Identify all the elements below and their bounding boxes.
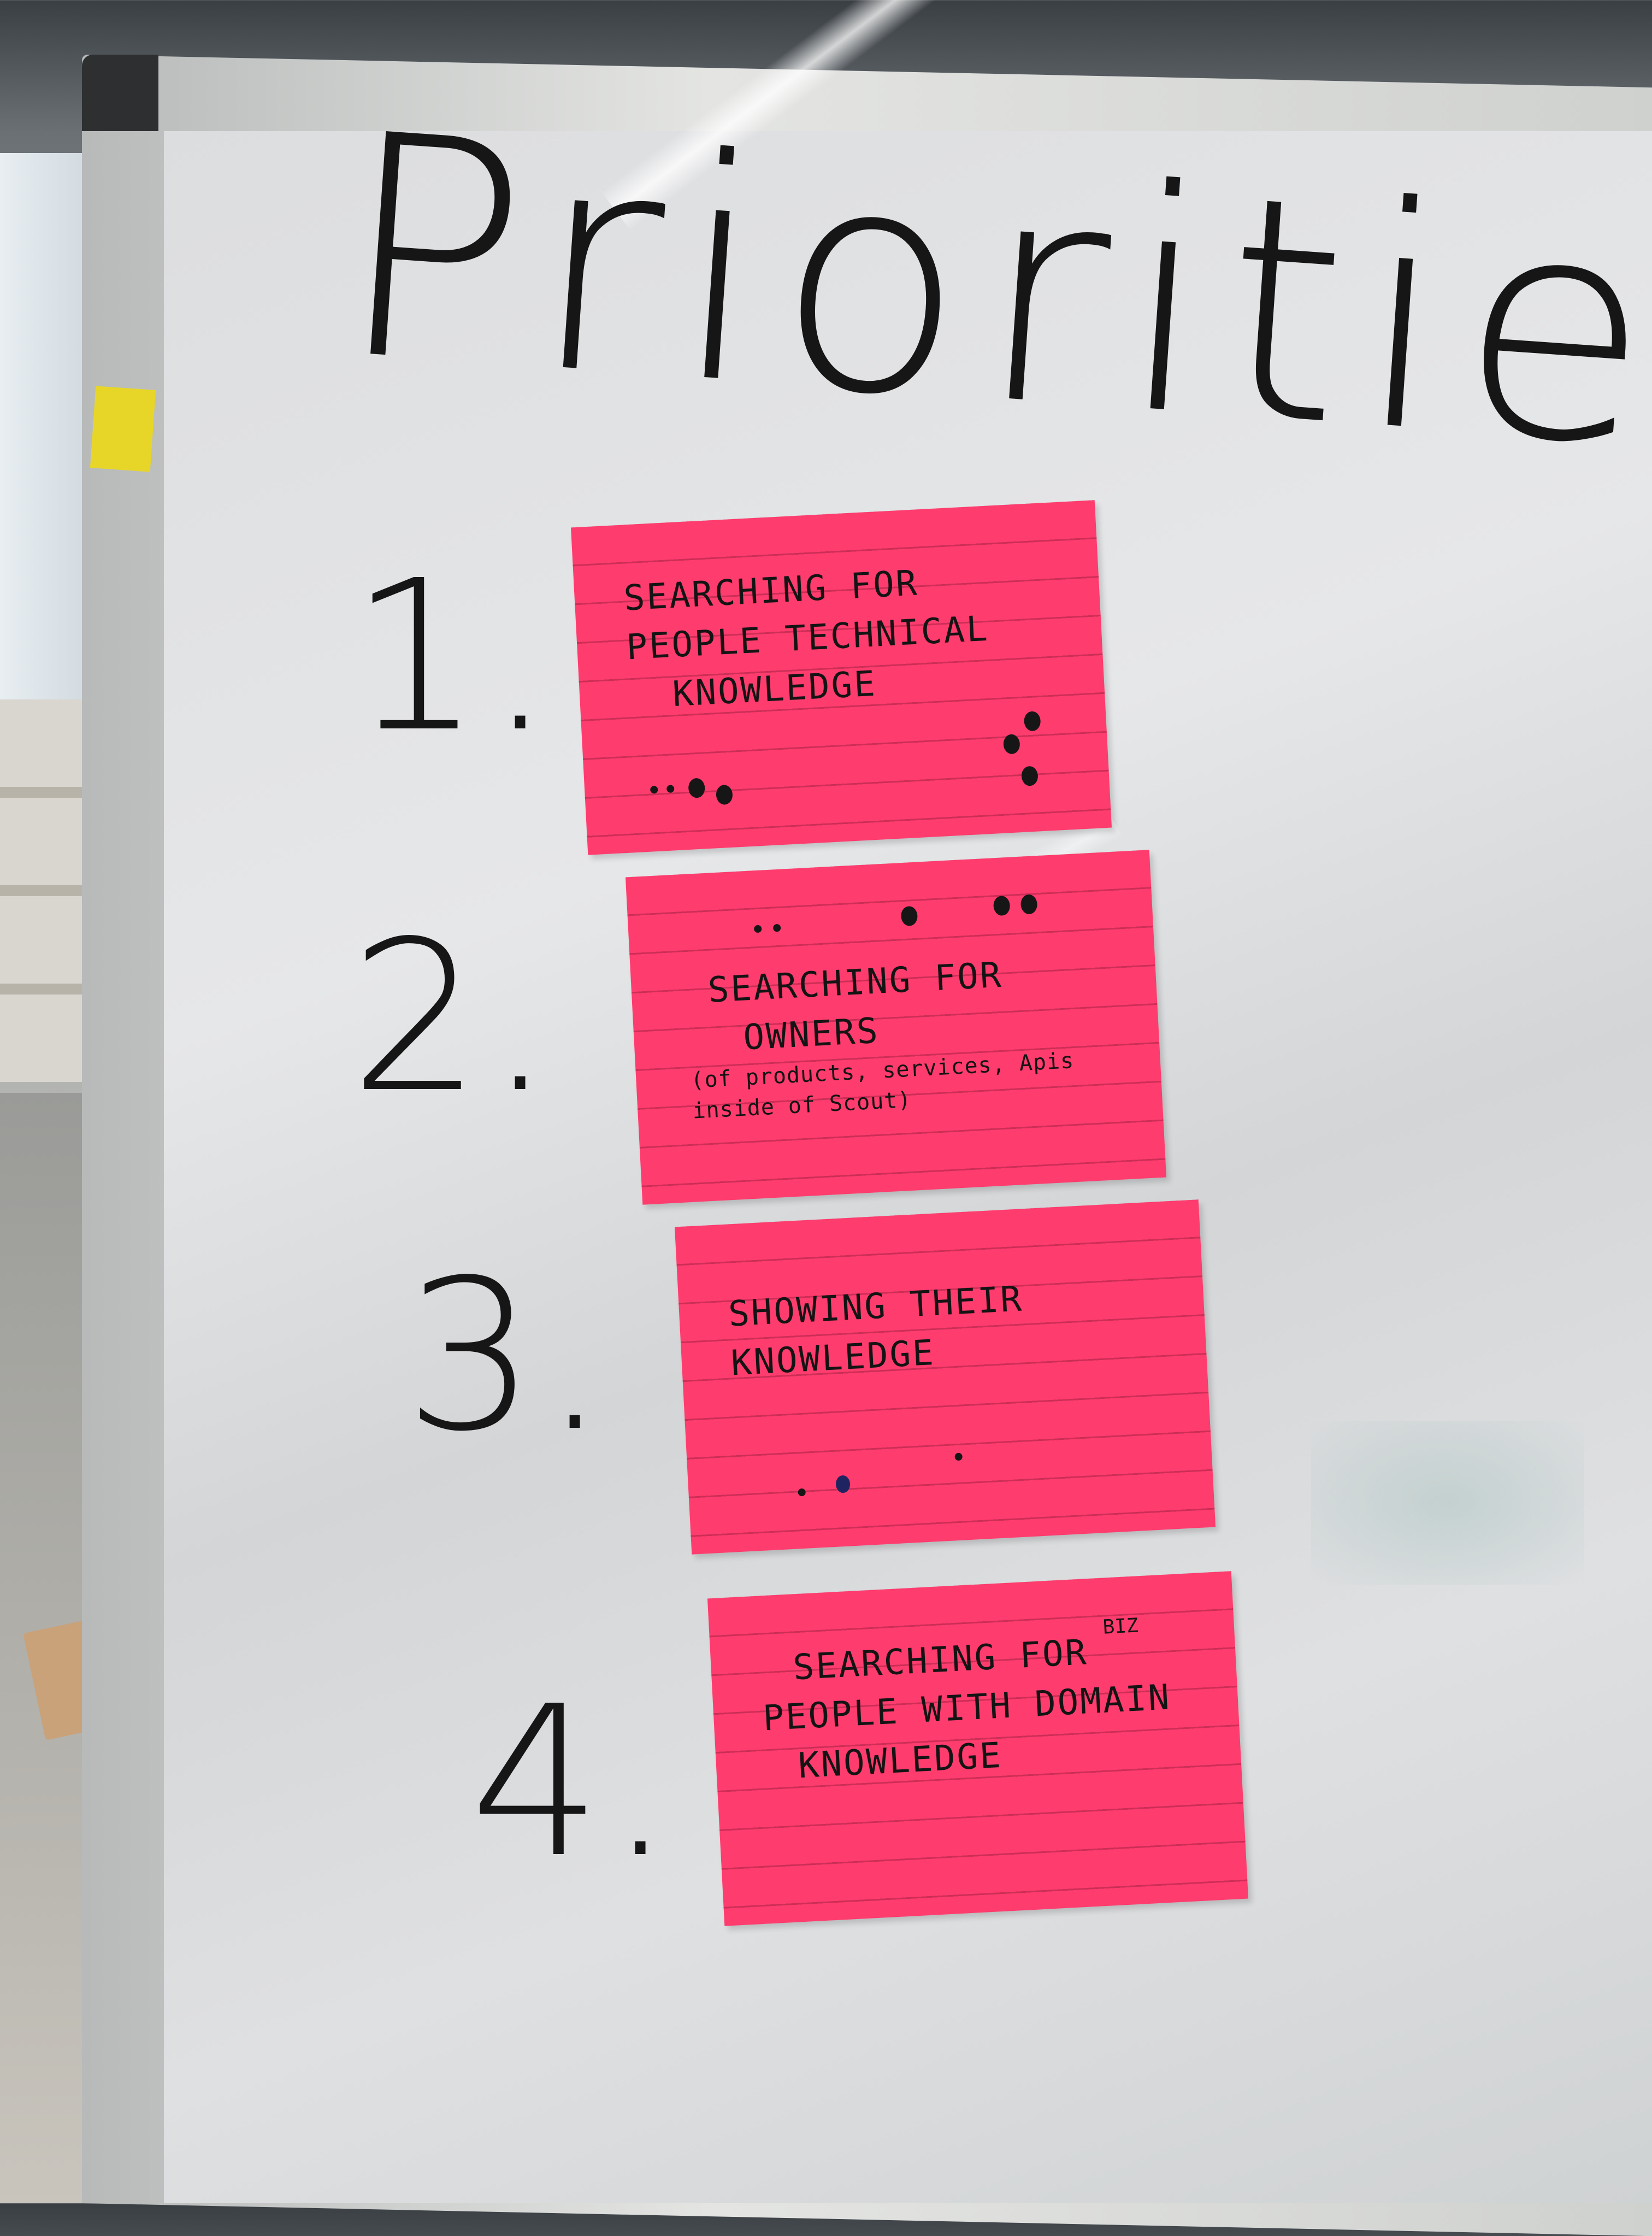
sticky-note: SEARCHING FOR OWNERS (of products, servi… [625,850,1167,1205]
vote-dot [753,925,762,933]
sticky-note: SHOWING THEIR KNOWLEDGE [674,1199,1216,1555]
vote-dot [1020,894,1038,915]
vote-dot [798,1488,806,1497]
vote-dot [666,785,675,793]
note-text: SEARCHING FOR PEOPLE TECHNICAL KNOWLEDGE [623,550,1083,721]
note-text: SHOWING THEIR KNOWLEDGE [727,1266,1185,1388]
priority-number: 1. [350,536,559,778]
note-text: SEARCHING FOR OWNERS (of products, servi… [680,944,1141,1127]
sticky-note: SEARCHING FOR PEOPLE TECHNICAL KNOWLEDGE [570,500,1112,855]
yellow-tape [90,386,156,472]
marker-smudge [1311,1421,1584,1585]
note-text: SEARCHING FOR PEOPLE WITH DOMAIN KNOWLED… [759,1621,1220,1792]
vote-dot [772,923,781,932]
whiteboard-corner [82,55,158,131]
priority-number: 3. [404,1235,613,1477]
priority-number: 2. [350,896,559,1138]
vote-dot [1023,711,1041,732]
vote-dot [688,778,706,798]
vote-dot [993,895,1011,916]
vote-dot [716,784,733,805]
vote-dot [1002,734,1020,755]
vote-dot [835,1475,851,1493]
vote-dot [650,785,658,794]
vote-dot [954,1452,963,1461]
sticky-note: BIZ SEARCHING FOR PEOPLE WITH DOMAIN KNO… [707,1571,1249,1926]
priority-number: 4. [470,1661,679,1903]
vote-dot [1020,766,1039,786]
vote-dot [900,905,918,927]
